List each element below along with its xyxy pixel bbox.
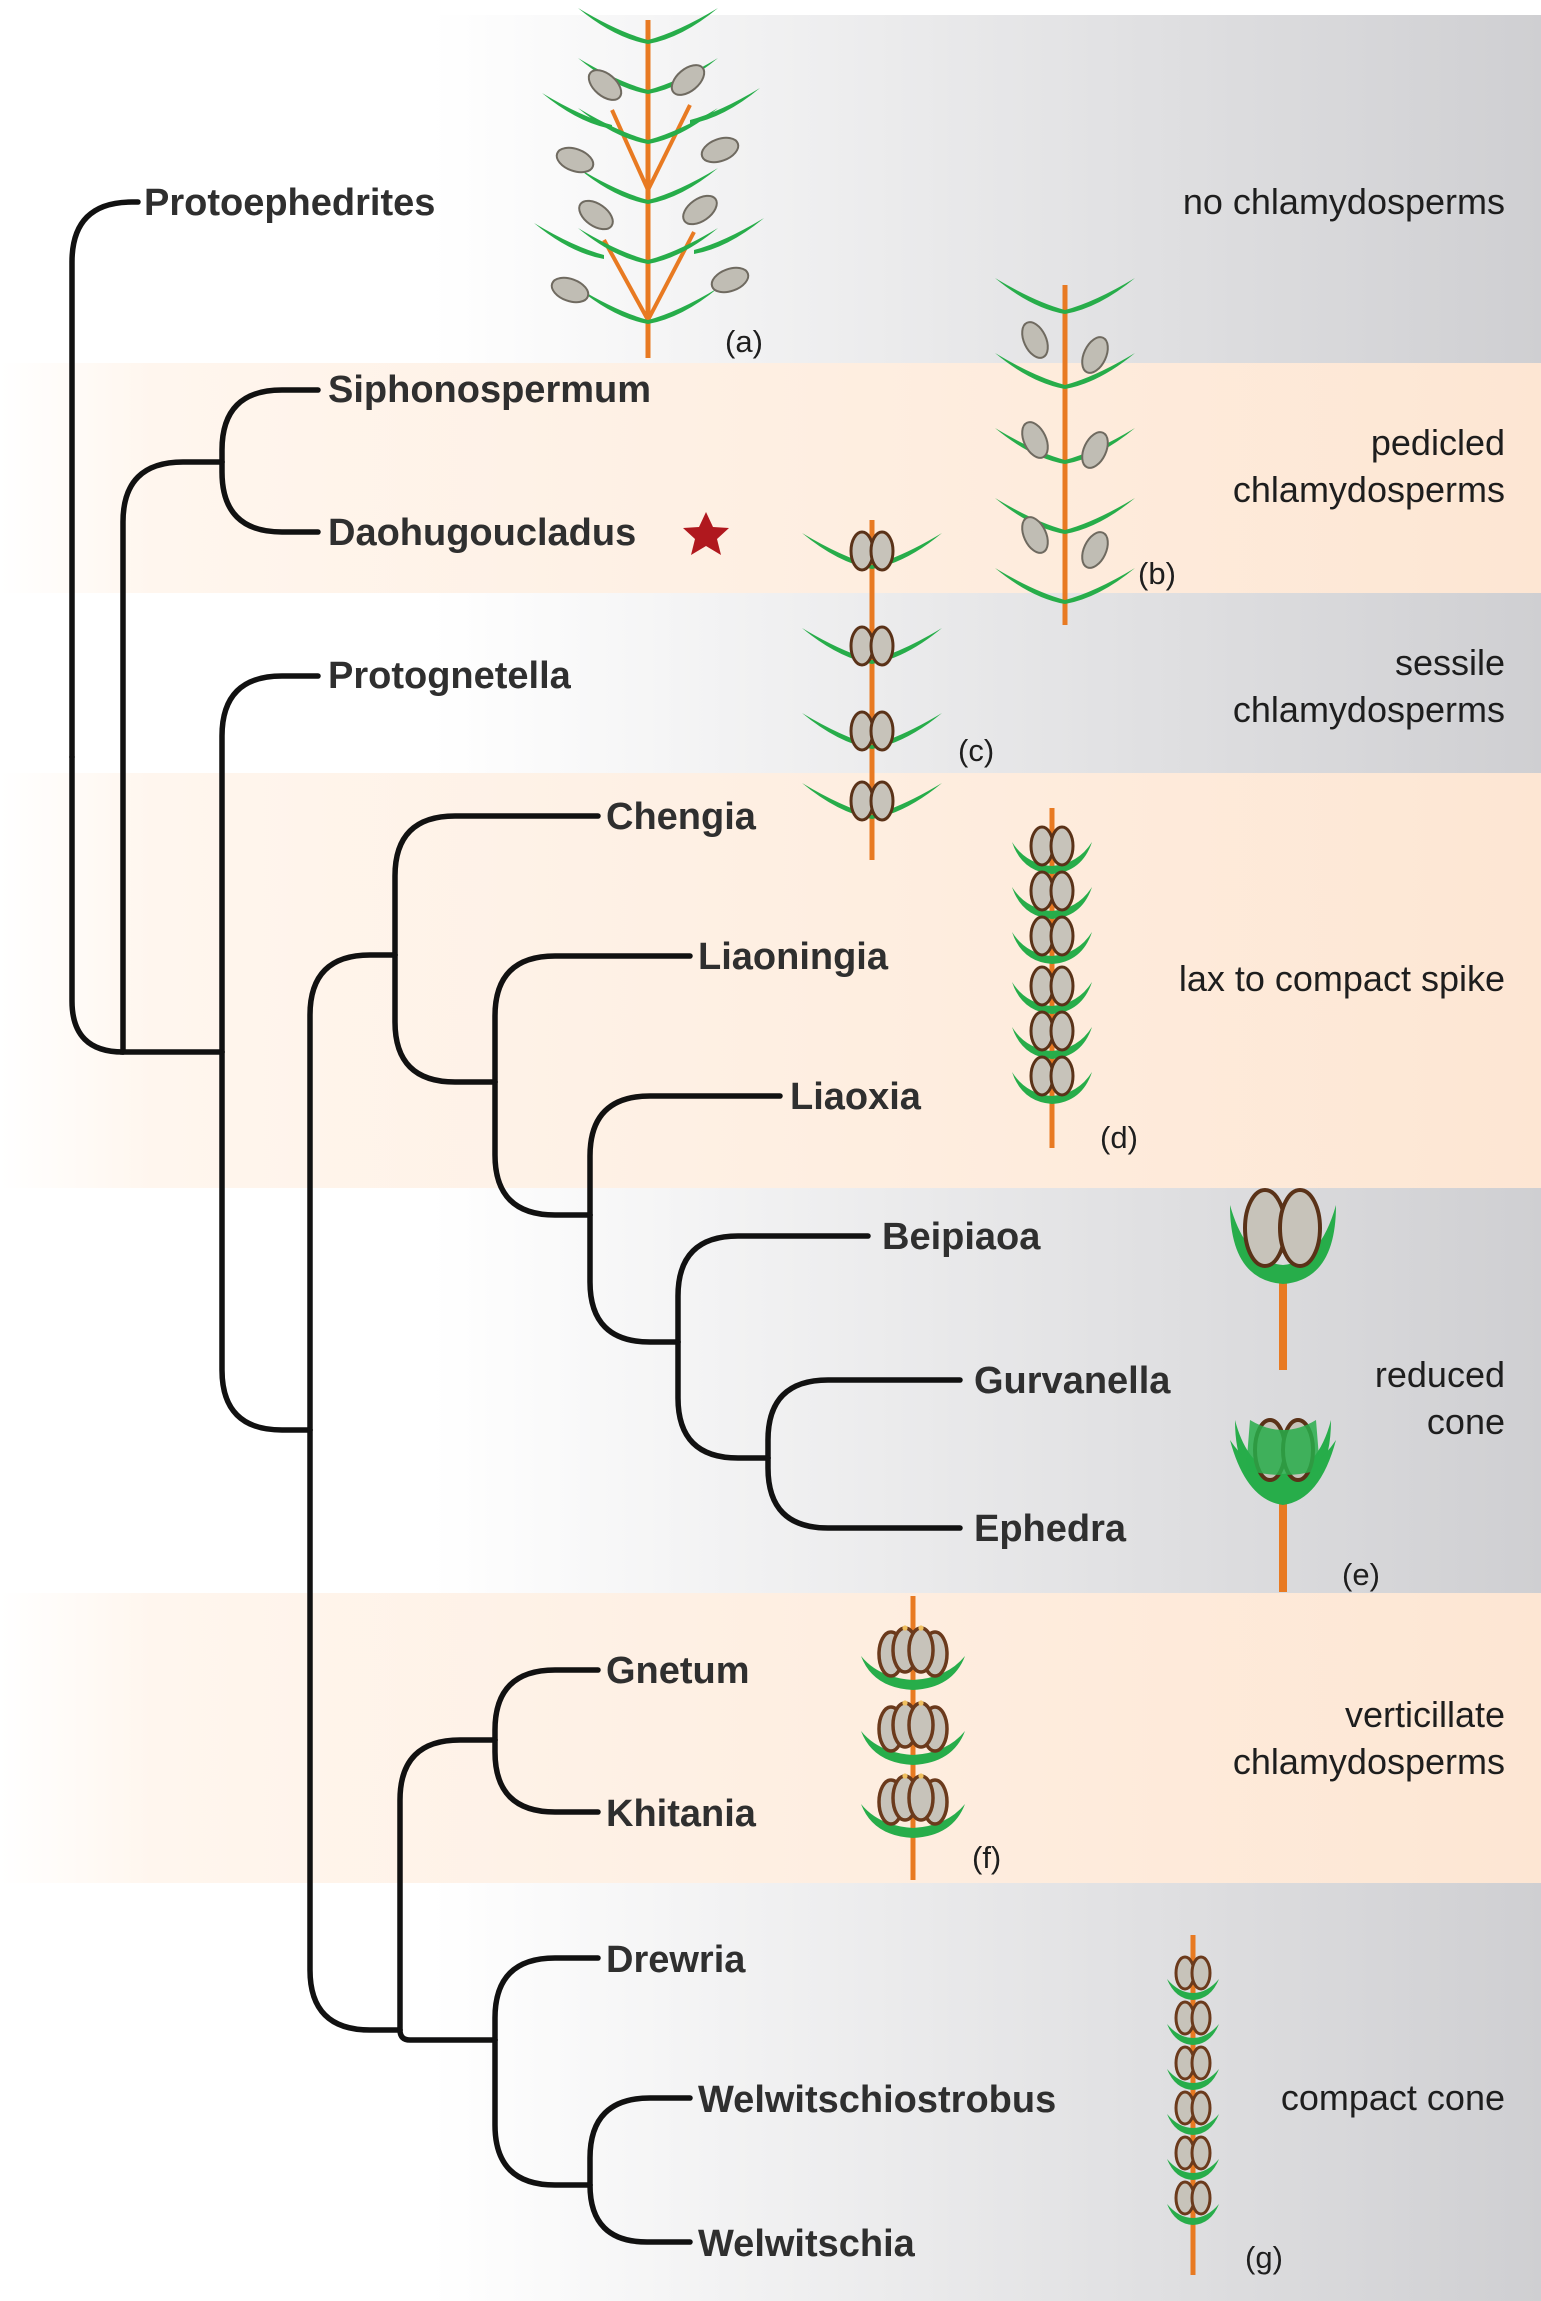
taxon-beipiaoa: Beipiaoa — [882, 1216, 1041, 1258]
illustration-c — [802, 520, 942, 860]
illustration-e — [1230, 1188, 1336, 1592]
branch-daohugoucladus — [219, 459, 321, 535]
group-labels: no chlamydosperms pedicled chlamydosperm… — [1179, 181, 1505, 2118]
group-reduced-line1: reduced — [1375, 1354, 1505, 1395]
panel-g: (g) — [1245, 2240, 1283, 2275]
group-lax-spike: lax to compact spike — [1179, 958, 1505, 999]
panel-a: (a) — [725, 324, 763, 359]
group-pedicled-line2: chlamydosperms — [1233, 469, 1505, 510]
panel-f: (f) — [972, 1840, 1001, 1875]
branch-protognetella — [219, 673, 321, 1055]
branch-ephedra — [765, 1455, 963, 1531]
branch-welwitschiostrobus — [587, 2095, 693, 2188]
branch-gnetum — [492, 1667, 601, 1743]
branch-node-m — [492, 2037, 593, 2188]
taxon-gnetum: Gnetum — [606, 1650, 750, 1692]
taxon-liaoxia: Liaoxia — [790, 1076, 922, 1118]
illustration-b — [995, 278, 1135, 625]
group-verticillate-line1: verticillate — [1345, 1694, 1505, 1735]
group-pedicled-line1: pedicled — [1371, 422, 1505, 463]
band-verticillate — [0, 1593, 1541, 1883]
taxon-labels: Protoephedrites Siphonospermum Daohugouc… — [144, 182, 1171, 2265]
branch-gurvanella — [765, 1377, 963, 1461]
group-reduced-line2: cone — [1427, 1401, 1505, 1442]
background-bands — [0, 15, 1541, 2301]
taxon-chengia: Chengia — [606, 796, 757, 838]
branch-khitania — [492, 1737, 601, 1815]
taxon-protoephedrites: Protoephedrites — [144, 182, 435, 224]
taxon-khitania: Khitania — [606, 1793, 757, 1835]
branch-node-j — [307, 1427, 403, 2033]
illustration-f — [859, 1596, 967, 1880]
branch-node-e — [392, 952, 498, 1085]
panel-d: (d) — [1100, 1120, 1138, 1155]
branch-drewria — [492, 1955, 601, 2043]
illustration-g — [1165, 1935, 1221, 2275]
branch-node-k — [397, 1737, 498, 2033]
taxon-gurvanella: Gurvanella — [974, 1360, 1171, 1402]
group-sessile-line2: chlamydosperms — [1233, 689, 1505, 730]
band-pedicled — [0, 363, 1541, 593]
branch-node-a — [69, 754, 126, 1055]
group-compact-cone: compact cone — [1281, 2077, 1505, 2118]
taxon-liaoningia: Liaoningia — [698, 936, 889, 978]
taxon-welwitschiostrobus: Welwitschiostrobus — [698, 2079, 1056, 2121]
star-icon — [683, 512, 729, 555]
branch-liaoningia — [492, 953, 693, 1085]
branch-chengia — [392, 813, 601, 958]
branch-protoephedrites — [69, 199, 141, 760]
branch-beipiaoa — [675, 1233, 871, 1345]
band-lax-spike — [0, 773, 1541, 1188]
group-sessile-line1: sessile — [1395, 642, 1505, 683]
branch-node-sd — [120, 459, 225, 1055]
taxon-siphonospermum: Siphonospermum — [328, 369, 651, 411]
band-no-chlamydosperms — [0, 15, 1541, 363]
phylogenetic-tree — [69, 199, 963, 2245]
group-verticillate-line2: chlamydosperms — [1233, 1741, 1505, 1782]
branch-node-d — [307, 952, 398, 1433]
taxon-daohugoucladus: Daohugoucladus — [328, 512, 636, 554]
branch-node-h — [587, 1212, 681, 1345]
taxon-protognetella: Protognetella — [328, 655, 572, 697]
branch-node-l — [397, 2027, 498, 2043]
taxon-ephedra: Ephedra — [974, 1508, 1127, 1550]
branch-welwitschia — [587, 2182, 693, 2245]
branch-liaoxia — [587, 1093, 783, 1218]
branch-node-c — [219, 1049, 313, 1433]
panel-b: (b) — [1138, 556, 1176, 591]
group-no-chlamydosperms: no chlamydosperms — [1183, 181, 1505, 222]
illustration-a — [534, 8, 764, 358]
panel-c: (c) — [958, 733, 994, 768]
band-compact-cone — [0, 1883, 1541, 2301]
taxon-drewria: Drewria — [606, 1939, 746, 1981]
taxon-welwitschia: Welwitschia — [698, 2223, 916, 2265]
panel-letters: (a) (b) (c) (d) (e) (f) (g) — [725, 324, 1380, 2275]
panel-e: (e) — [1342, 1557, 1380, 1592]
band-sessile — [0, 593, 1541, 773]
branch-node-i — [675, 1339, 771, 1461]
illustration-d — [1012, 808, 1092, 1148]
branch-siphonospermum — [219, 387, 321, 465]
branch-node-f — [492, 1079, 593, 1218]
